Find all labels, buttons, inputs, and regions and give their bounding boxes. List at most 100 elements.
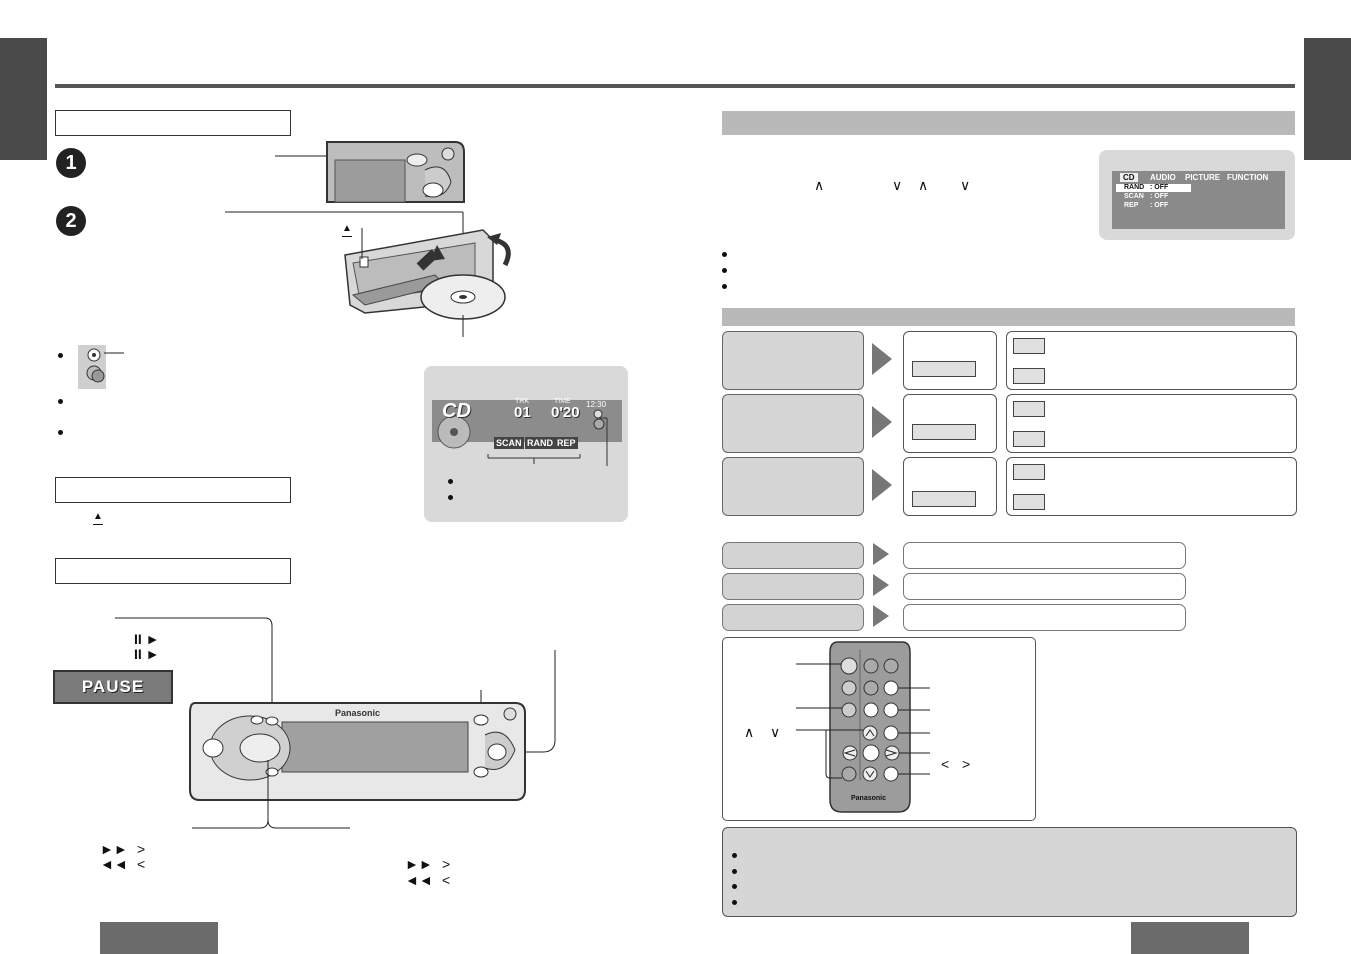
- right-glyph-1: >: [137, 841, 146, 857]
- left-page-number-box: [100, 922, 218, 954]
- arrow-icon: [873, 543, 889, 565]
- osd-tab-function: FUNCTION: [1227, 173, 1269, 182]
- osd-tab-cd: CD: [1120, 173, 1138, 182]
- osd-row-1-value: : OFF: [1150, 184, 1169, 191]
- down-glyph-1: ∨: [892, 177, 903, 193]
- play-pause-glyph-2: II ►: [134, 646, 160, 662]
- disc-in-icon: [78, 345, 124, 389]
- section-header-bar-1: [722, 111, 1295, 135]
- function-row-3-display: [903, 457, 997, 516]
- osd-row-2-label: SCAN: [1124, 193, 1144, 200]
- lcd-time-value: 0'20: [551, 404, 580, 421]
- function-row-1-label: [722, 331, 864, 390]
- display-chip: [912, 491, 976, 507]
- function-row-2-display: [903, 394, 997, 453]
- osd-menu-screen: [1112, 171, 1285, 229]
- right-glyph-2: >: [442, 856, 451, 872]
- osd-row-3-value: : OFF: [1150, 202, 1169, 209]
- arrow-icon: [872, 469, 892, 501]
- option-chip: [1013, 494, 1045, 510]
- short-row-1-label: [722, 542, 864, 569]
- rewind-glyph-1: ◄◄: [100, 856, 128, 872]
- bullet: [732, 869, 737, 874]
- function-row-1-options: [1006, 331, 1297, 390]
- arrow-icon: [872, 343, 892, 375]
- right-glyph-3: >: [962, 756, 971, 772]
- down-glyph-2: ∨: [960, 177, 971, 193]
- left-glyph-1: <: [137, 856, 146, 872]
- step-2-badge: 2: [56, 206, 86, 236]
- pause-badge: PAUSE: [53, 670, 173, 704]
- function-row-3-label: [722, 457, 864, 516]
- bullet: [448, 495, 453, 500]
- left-glyph-2: <: [442, 872, 451, 888]
- section-label-box-3: [55, 558, 291, 584]
- fast-forward-glyph-2: ►►: [405, 856, 433, 872]
- right-page-tab: [1304, 38, 1351, 160]
- osd-row-3-label: REP: [1124, 202, 1139, 209]
- function-row-2-label: [722, 394, 864, 453]
- option-chip: [1013, 401, 1045, 417]
- left-glyph-3: <: [941, 756, 950, 772]
- eject-glyph-2: ▲: [93, 510, 103, 525]
- step-1-badge: 1: [56, 148, 86, 178]
- option-chip: [1013, 368, 1045, 384]
- arrow-icon: [872, 406, 892, 438]
- bullet: [58, 430, 63, 435]
- short-row-1-value: [903, 542, 1186, 569]
- function-row-3-options: [1006, 457, 1297, 516]
- osd-row-1-label: RAND: [1124, 184, 1145, 191]
- bullet: [58, 353, 63, 358]
- remote-control-illustration: [796, 641, 930, 813]
- right-page-number-box: [1131, 922, 1249, 954]
- unit-corner-illustration: [275, 141, 465, 203]
- short-row-2-label: [722, 573, 864, 600]
- up-glyph-2: ∧: [918, 177, 929, 193]
- down-glyph-3: ∨: [770, 724, 781, 740]
- osd-tab-audio: AUDIO: [1150, 173, 1176, 182]
- osd-row-selected: [1116, 184, 1191, 192]
- short-row-2-value: [903, 573, 1186, 600]
- fast-forward-glyph-1: ►►: [100, 841, 128, 857]
- display-chip: [912, 361, 976, 377]
- display-chip: [912, 424, 976, 440]
- lcd-scan-indicator: SCAN: [494, 437, 524, 449]
- section-header-bar-2: [722, 308, 1295, 326]
- rewind-glyph-2: ◄◄: [405, 872, 433, 888]
- short-row-3-value: [903, 604, 1186, 631]
- bullet: [722, 284, 727, 289]
- eject-glyph-1: ▲: [342, 222, 352, 237]
- lcd-clock: 12:30: [586, 400, 607, 409]
- bullet: [722, 268, 727, 273]
- section-label-box-1: [55, 110, 291, 136]
- play-pause-glyph-1: II ►: [134, 631, 160, 647]
- lcd-trk-label: TRK: [515, 398, 529, 405]
- bullet: [722, 252, 727, 257]
- lcd-display: [432, 400, 622, 466]
- up-glyph-3: ∧: [744, 724, 755, 740]
- header-rule: [55, 84, 1295, 88]
- function-row-2-options: [1006, 394, 1297, 453]
- arrow-icon: [873, 574, 889, 596]
- bullet: [448, 479, 453, 484]
- lcd-trk-value: 01: [514, 404, 531, 421]
- lcd-time-label: TIME: [554, 398, 571, 405]
- bullet: [732, 900, 737, 905]
- lcd-rand-indicator: RAND: [525, 437, 555, 449]
- osd-row-2-value: : OFF: [1150, 193, 1169, 200]
- notes-panel: [722, 827, 1297, 917]
- up-glyph-1: ∧: [814, 177, 825, 193]
- remote-brand-label: Panasonic: [851, 795, 887, 802]
- unit-brand-label: Panasonic: [335, 708, 381, 718]
- bullet: [732, 884, 737, 889]
- option-chip: [1013, 338, 1045, 354]
- left-page-tab: [0, 38, 47, 160]
- function-row-1-display: [903, 331, 997, 390]
- osd-tab-picture: PICTURE: [1185, 173, 1221, 182]
- open-panel-disc-illustration: [225, 211, 511, 337]
- head-unit-illustration: [115, 617, 556, 829]
- short-row-3-label: [722, 604, 864, 631]
- bullet: [58, 399, 63, 404]
- lcd-mode: CD: [442, 400, 471, 422]
- lcd-rep-indicator: REP: [555, 437, 578, 449]
